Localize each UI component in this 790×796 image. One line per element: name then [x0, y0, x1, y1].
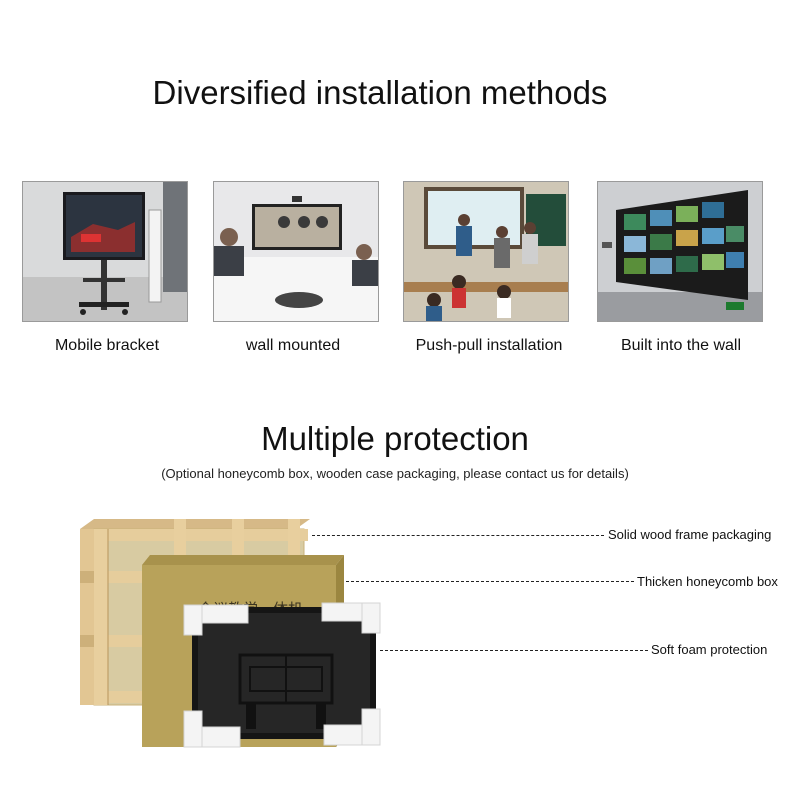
foam-corners — [183, 602, 381, 748]
callout-honeycomb-box-label: Thicken honeycomb box — [637, 574, 778, 589]
packaging-illustration: 会议教学一体机 — [80, 519, 381, 748]
callout-wood-frame-label: Solid wood frame packaging — [608, 527, 772, 542]
callout-line-honeycomb-box — [346, 581, 634, 582]
callout-line-soft-foam — [380, 650, 648, 651]
display-panel — [192, 607, 376, 739]
caption-mobile-bracket: Mobile bracket — [54, 337, 160, 354]
protection-title: Multiple protection — [261, 420, 529, 457]
callout-line-wood-frame — [312, 535, 604, 536]
caption-wall-mounted: wall mounted — [245, 337, 341, 354]
protection-subtitle: (Optional honeycomb box, wooden case pac… — [161, 466, 629, 481]
caption-push-pull-installation: Push-pull installation — [415, 337, 563, 354]
mobile-bracket-photo — [22, 181, 188, 322]
built-into-wall-photo — [597, 181, 763, 322]
callout-soft-foam-label: Soft foam protection — [651, 642, 768, 657]
caption-built-into-wall: Built into the wall — [620, 337, 742, 354]
push-pull-installation-photo — [403, 181, 569, 322]
wall-mounted-photo — [213, 181, 379, 322]
installation-methods-title: Diversified installation methods — [152, 74, 608, 111]
